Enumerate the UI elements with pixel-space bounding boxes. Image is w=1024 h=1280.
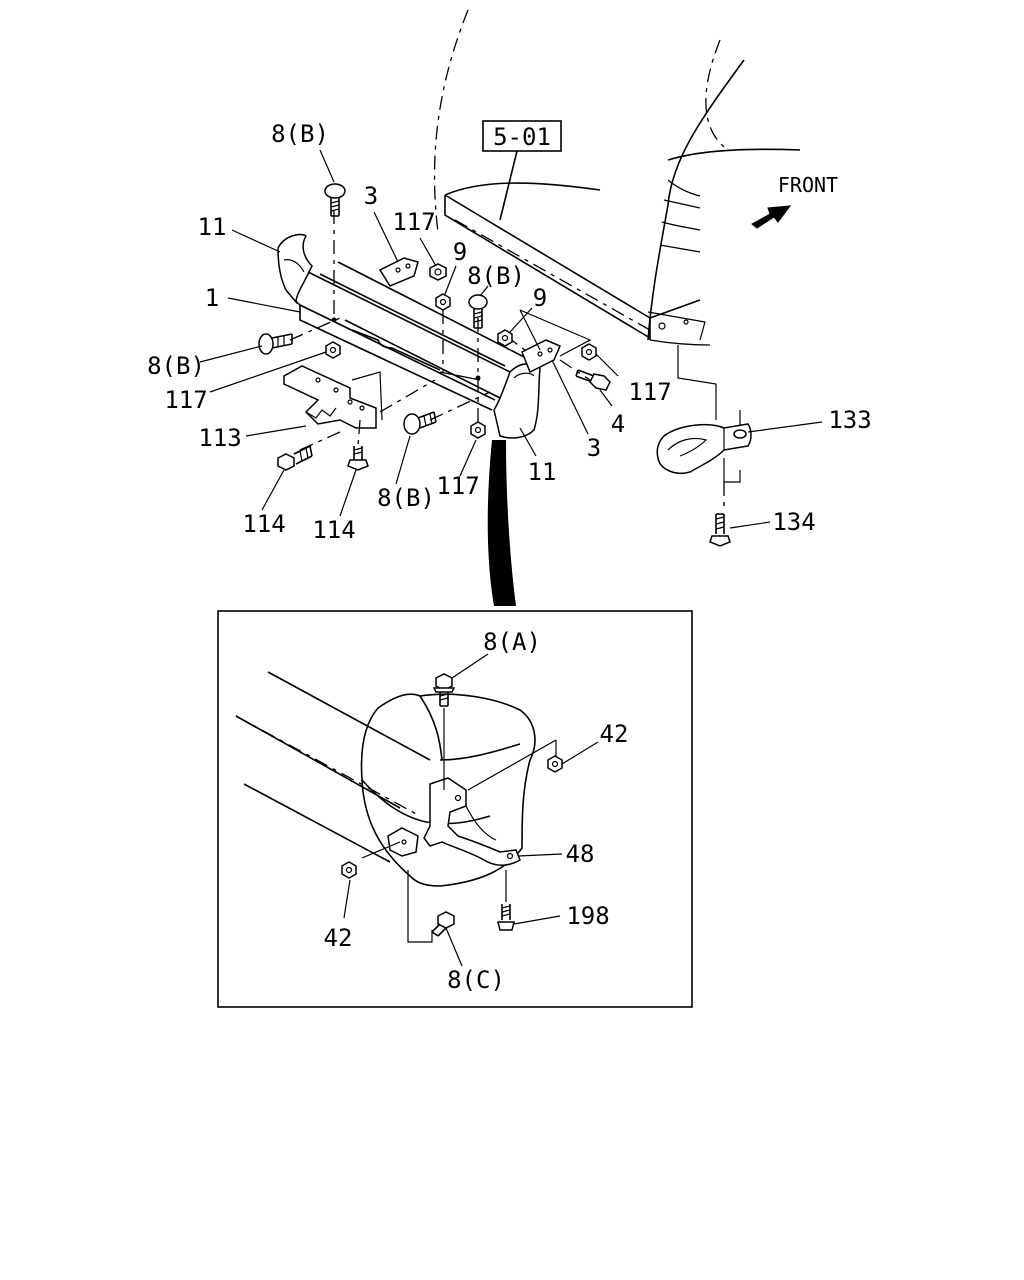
nut-117-bottom-icon: [470, 421, 486, 439]
nut-42-right-icon: [547, 755, 563, 773]
flange-bolt-8a-icon: [432, 673, 456, 707]
callout-11-left: 11: [198, 213, 227, 241]
reference-box-label: 5-01: [493, 123, 551, 151]
callout-3-top: 3: [364, 182, 378, 210]
nut-117-left-icon: [325, 341, 341, 359]
callout-113: 113: [198, 424, 241, 452]
callout-117-right: 117: [628, 378, 671, 406]
callout-134: 134: [772, 508, 815, 536]
front-arrow-icon: [751, 205, 792, 229]
carriage-bolt-left-icon: [258, 333, 293, 355]
callout-117-bottom: 117: [436, 472, 479, 500]
callout-4: 4: [611, 410, 625, 438]
nut-top-icon: [429, 263, 447, 281]
callout-1: 1: [205, 284, 219, 312]
cab-outline: [433, 9, 801, 341]
callout-117-left: 117: [164, 386, 207, 414]
callout-8b-mid: 8(B): [467, 262, 525, 290]
bracket-113: [283, 365, 436, 451]
nut-9-right-icon: [497, 329, 513, 347]
nut-117-right-icon: [581, 343, 597, 361]
leader-lines: [199, 149, 823, 529]
callout-8b-bottom: 8(B): [377, 484, 435, 512]
detail-fasteners: [341, 673, 563, 937]
callout-198: 198: [566, 902, 609, 930]
tow-hook-body: [656, 423, 752, 474]
front-direction: FRONT: [751, 173, 838, 229]
front-label: FRONT: [778, 173, 838, 197]
callout-48: 48: [566, 840, 595, 868]
carriage-bolt-bottom-icon: [403, 411, 437, 435]
callout-42-right: 42: [600, 720, 629, 748]
flange-bolt-114-right-icon: [347, 446, 369, 471]
detail-leader-lines: [343, 653, 599, 967]
reference-box: 5-01: [482, 120, 562, 221]
bumper-end-cap-left: [277, 233, 313, 305]
flange-bolt-114-left-icon: [277, 445, 313, 471]
tow-hook-bolt-icon: [709, 513, 731, 547]
callout-8b-left: 8(B): [147, 352, 205, 380]
callout-8b-top: 8(B): [271, 120, 329, 148]
bumper-assembly: [277, 210, 592, 439]
detail-callout-labels: 8(A) 42 48 198 42 8(C): [324, 628, 629, 994]
carriage-bolt-mid-icon: [468, 294, 488, 329]
carriage-bolt-top-icon: [324, 183, 346, 217]
detail-pointer: [487, 440, 516, 606]
screw-198-icon: [497, 904, 515, 931]
bolt-4-icon: [575, 369, 611, 391]
nut-42-left-icon: [341, 861, 357, 879]
callout-114-left: 114: [242, 510, 285, 538]
callout-114-right: 114: [312, 516, 355, 544]
callout-9-right: 9: [533, 284, 547, 312]
callout-labels: 8(B) 3 11 117 9 8(B) 9 1 8(B) 117 117 4 …: [147, 120, 872, 544]
callout-42-left: 42: [324, 924, 353, 952]
callout-3-right: 3: [587, 434, 601, 462]
callout-117-top: 117: [392, 208, 435, 236]
fasteners: [258, 183, 611, 471]
nut-9-left-icon: [435, 293, 451, 311]
tow-hook: [656, 345, 752, 512]
detail-box: [217, 610, 693, 1008]
callout-9-left: 9: [453, 238, 467, 266]
flange-bolt-8c-icon: [431, 911, 455, 937]
callout-8c: 8(C): [447, 966, 505, 994]
callout-133: 133: [828, 406, 871, 434]
callout-11-right: 11: [528, 458, 557, 486]
callout-8a: 8(A): [483, 628, 541, 656]
